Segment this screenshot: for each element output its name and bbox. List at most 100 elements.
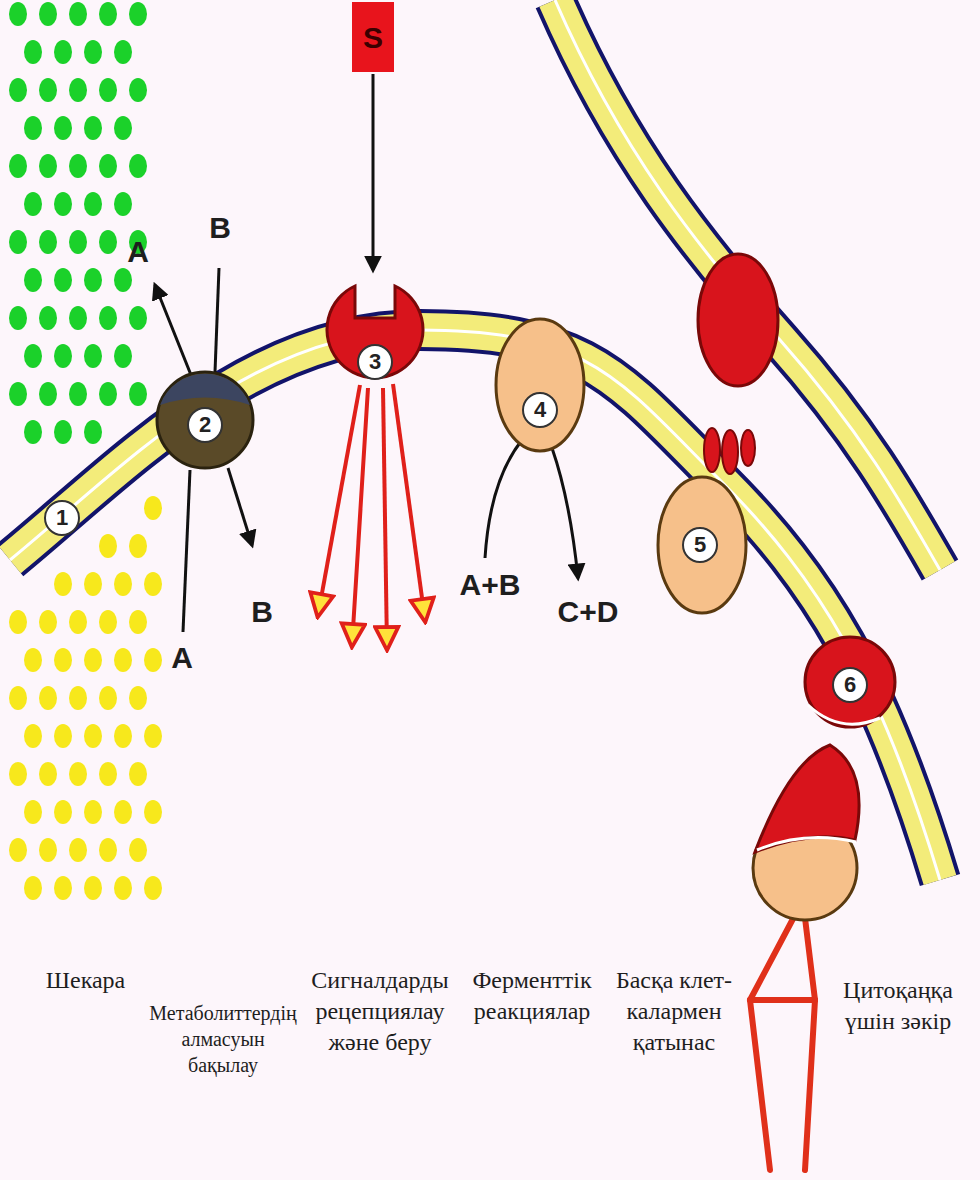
signal-letter: S: [363, 23, 383, 53]
green-dot: [69, 230, 87, 254]
green-dot: [99, 154, 117, 178]
product-label: C+D: [558, 597, 619, 627]
function-caption: Метаболиттердің алмасуын бақылау: [148, 1000, 298, 1078]
yellow-dot: [144, 572, 162, 596]
yellow-dot: [84, 724, 102, 748]
yellow-dot: [114, 876, 132, 900]
green-dot: [54, 116, 72, 140]
yellow-dot: [54, 572, 72, 596]
green-dot: [69, 2, 87, 26]
number-discs: [45, 345, 867, 702]
neighbour-membrane: [555, 0, 940, 570]
green-dot: [99, 382, 117, 406]
yellow-dot: [9, 838, 27, 862]
green-dot: [114, 40, 132, 64]
yellow-dot: [24, 724, 42, 748]
yellow-dot: [144, 724, 162, 748]
signal-receptor: [318, 2, 425, 648]
yellow-dot: [99, 762, 117, 786]
yellow-dot: [99, 686, 117, 710]
yellow-dot: [144, 496, 162, 520]
green-dot: [39, 230, 57, 254]
yellow-dot: [24, 876, 42, 900]
green-dot: [84, 268, 102, 292]
green-dot: [9, 306, 27, 330]
green-dot: [114, 344, 132, 368]
yellow-dot: [69, 686, 87, 710]
yellow-dot: [84, 800, 102, 824]
yellow-dot: [54, 876, 72, 900]
yellow-dot: [99, 838, 117, 862]
green-dot: [84, 344, 102, 368]
green-dot: [9, 78, 27, 102]
metabolite-letter: B: [209, 213, 231, 243]
callout-number: 3: [369, 351, 381, 373]
green-dot: [54, 420, 72, 444]
yellow-dot: [24, 648, 42, 672]
green-dot: [24, 116, 42, 140]
green-dot: [84, 420, 102, 444]
yellow-dot: [54, 800, 72, 824]
green-dot: [84, 116, 102, 140]
green-dot: [39, 154, 57, 178]
yellow-dot: [144, 648, 162, 672]
green-dot: [114, 268, 132, 292]
transporter-protein: [155, 268, 253, 632]
yellow-dot: [9, 610, 27, 634]
yellow-dot: [69, 838, 87, 862]
yellow-dot: [114, 724, 132, 748]
metabolite-letter: A: [171, 643, 193, 673]
green-dot: [99, 2, 117, 26]
yellow-dot: [99, 534, 117, 558]
metabolite-letter: A: [127, 237, 149, 267]
yellow-dot: [129, 534, 147, 558]
green-dot: [9, 230, 27, 254]
yellow-dot: [39, 762, 57, 786]
green-dot: [24, 268, 42, 292]
green-dot: [54, 268, 72, 292]
metabolite-letter: B: [251, 597, 273, 627]
anchor-protein: [750, 637, 895, 1170]
green-dot: [54, 40, 72, 64]
enzyme-protein: [485, 319, 584, 578]
green-dot: [54, 192, 72, 216]
yellow-dot: [39, 686, 57, 710]
yellow-dot: [114, 800, 132, 824]
green-dot: [24, 420, 42, 444]
yellow-dot: [54, 648, 72, 672]
yellow-dot: [129, 610, 147, 634]
yellow-dot: [9, 762, 27, 786]
callout-number: 4: [534, 399, 546, 421]
yellow-dot: [144, 800, 162, 824]
green-dot: [84, 192, 102, 216]
green-dot: [129, 78, 147, 102]
yellow-dot: [69, 762, 87, 786]
green-dot: [114, 116, 132, 140]
green-dot: [129, 154, 147, 178]
yellow-dot: [84, 648, 102, 672]
green-dot: [69, 382, 87, 406]
green-dot: [54, 344, 72, 368]
yellow-dot: [54, 724, 72, 748]
yellow-dot: [9, 686, 27, 710]
green-dot: [9, 2, 27, 26]
green-dot: [39, 382, 57, 406]
function-caption: Басқа клет-калармен қатынас: [608, 965, 740, 1059]
callout-number: 5: [694, 534, 706, 556]
callout-number: 2: [199, 414, 211, 436]
green-dot: [39, 306, 57, 330]
yellow-dot: [24, 800, 42, 824]
green-dot: [69, 78, 87, 102]
yellow-dot: [144, 876, 162, 900]
green-dot: [99, 306, 117, 330]
yellow-dot: [129, 838, 147, 862]
green-dot: [69, 306, 87, 330]
green-dot: [24, 344, 42, 368]
yellow-dot: [39, 838, 57, 862]
green-dot: [9, 382, 27, 406]
cell-membrane: [10, 330, 940, 880]
green-dot: [129, 306, 147, 330]
contact-proteins: [658, 254, 778, 613]
yellow-dot: [39, 610, 57, 634]
